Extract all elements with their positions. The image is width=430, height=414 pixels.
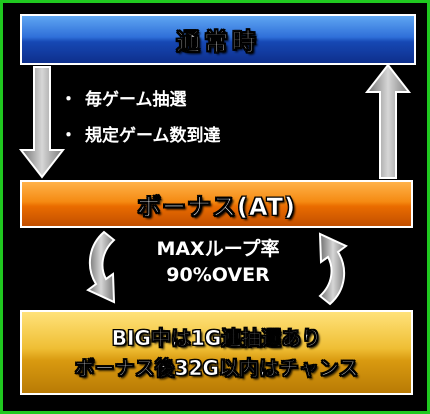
detail-line: ボーナス後32G以内はチャンス [74,355,359,380]
loop-arrow-down-icon [86,230,116,304]
condition-label: 規定ゲーム数到達 [85,126,221,146]
bullet-icon: ・ [60,90,77,110]
bonus-state-label: ボーナス(AT) [136,192,297,221]
detail-line: BIG中は1G連抽選あり [111,325,322,350]
transition-conditions: ・毎ゲーム抽選 ・規定ゲーム数到達 [60,86,221,158]
down-arrow-icon [18,66,66,179]
bullet-icon: ・ [60,126,77,146]
loop-rate-value: 90%OVER [166,264,270,286]
loop-arrow-up-icon [318,232,348,306]
details-box: BIG中は1G連抽選あり ボーナス後32G以内はチャンス [20,310,413,395]
loop-rate: MAXループ率 90%OVER [120,236,316,288]
bonus-state-box: ボーナス(AT) [20,180,413,228]
normal-state-box: 通常時 [20,14,416,65]
normal-state-label: 通常時 [176,28,260,57]
loop-rate-label: MAXループ率 [156,238,280,260]
up-arrow-icon [364,63,412,179]
condition-item: ・毎ゲーム抽選 [60,86,221,122]
condition-item: ・規定ゲーム数到達 [60,122,221,158]
condition-label: 毎ゲーム抽選 [85,90,187,110]
